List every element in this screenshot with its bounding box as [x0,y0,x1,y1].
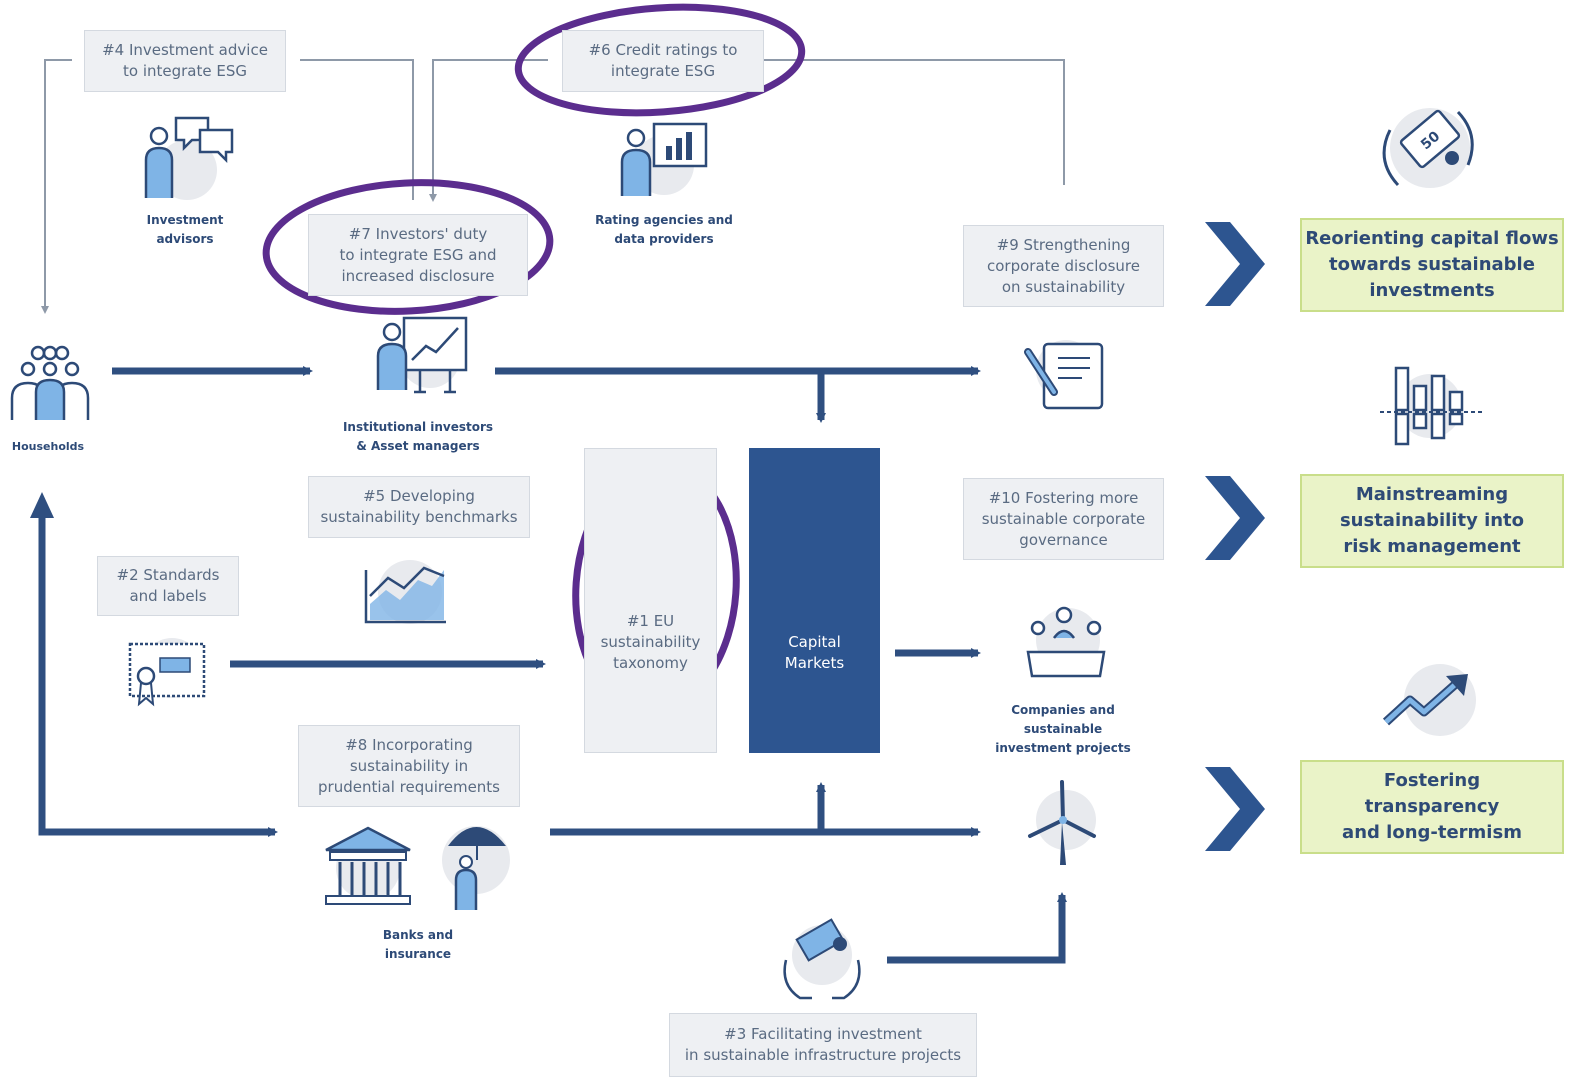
capital-markets-panel [749,448,880,753]
investment-advisors-label: Investment advisors [146,213,224,246]
line-advice-to-households [41,59,72,314]
investment-hands-icon [783,918,861,1000]
arrowhead-households-up [30,492,54,518]
chevron-goal-1 [1205,222,1265,306]
goal-fostering-transparency: Fostering transparency and long-termism [1300,760,1564,854]
institutional-investors-icon [376,316,468,394]
rating-agencies-label: Rating agencies and data providers [595,213,733,246]
benchmark-chart-icon [364,560,446,624]
action-3-sustainable-infrastructure: #3 Facilitating investment in sustainabl… [669,1013,977,1077]
governance-meeting-icon [1026,606,1106,678]
risk-bars-icon [1380,366,1484,446]
investment-advisors-icon [144,116,234,200]
highlight-credit-ratings [514,3,806,117]
bank-building-icon [325,826,411,905]
certificate-icon [128,638,206,707]
action-5-benchmarks: #5 Developing sustainability benchmarks [308,476,530,538]
action-9-corporate-disclosure: #9 Strengthening corporate disclosure on… [963,225,1164,307]
rating-agencies-icon [620,122,708,196]
action-4-investment-advice: #4 Investment advice to integrate ESG [84,30,286,92]
line-advice-to-investors [300,59,414,200]
action-10-corporate-governance: #10 Fostering more sustainable corporate… [963,478,1164,560]
capital-flow-cycle-icon: 50 [1382,108,1474,188]
households-label: Households [11,440,85,453]
goal-reorienting-capital-flows: Reorienting capital flows towards sustai… [1300,218,1564,312]
action-1-eu-taxonomy: #1 EU sustainability taxonomy [600,612,701,672]
wind-turbine-icon [1028,780,1096,865]
banks-label: Banks and insurance [382,928,454,961]
companies-label: Companies and sustainable investment pro… [995,703,1131,755]
disclosure-document-icon [1024,340,1104,410]
arrow-infra-to-projects [887,892,1067,964]
flow-arrows [38,366,1067,964]
feedback-lines [41,59,1065,314]
capital-markets-label: Capital Markets [784,633,845,672]
arrow-households-loop [38,500,278,837]
chevron-goal-2 [1205,476,1265,560]
institutional-investors-label: Institutional investors & Asset managers [342,420,494,453]
action-6-credit-ratings: #6 Credit ratings to integrate ESG [562,30,764,92]
eu-taxonomy-panel [584,448,717,753]
highlight-investors-duty [262,179,554,315]
insurance-umbrella-icon [442,826,510,910]
action-2-standards-labels: #2 Standards and labels [97,556,239,616]
line-ratings-to-disclosure [764,59,1065,185]
rising-trend-icon [1382,664,1476,736]
goal-chevrons [1205,222,1265,851]
goal-mainstreaming-sustainability: Mainstreaming sustainability into risk m… [1300,474,1564,568]
chevron-goal-3 [1205,767,1265,851]
households-icon [10,345,90,420]
line-ratings-to-investors [429,59,548,202]
action-8-prudential-requirements: #8 Incorporating sustainability in prude… [298,725,520,807]
highlight-annotations [262,3,806,716]
action-7-investors-duty: #7 Investors' duty to integrate ESG and … [308,214,528,296]
